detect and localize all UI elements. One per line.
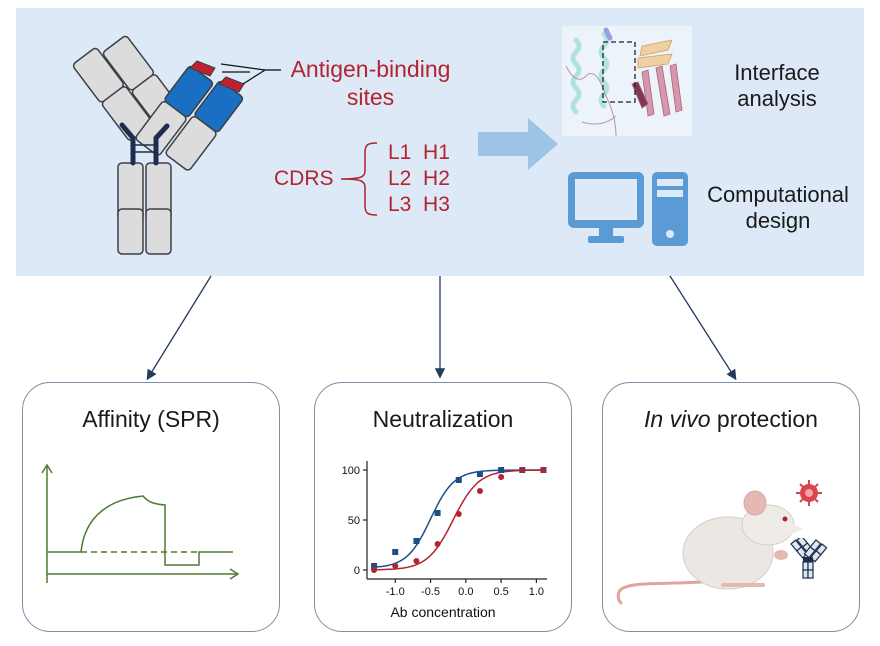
data-point-red xyxy=(498,474,505,480)
data-point-red xyxy=(540,467,547,473)
data-point-red xyxy=(476,488,483,494)
data-point-red xyxy=(392,563,399,569)
cdrs-brace-icon xyxy=(340,142,378,216)
chart-y-tick-label: 0 xyxy=(354,565,360,577)
chart-x-tick-label: 1.0 xyxy=(529,586,544,598)
mouse-snout xyxy=(789,521,803,535)
in-vivo-title: In vivo protection xyxy=(603,405,859,433)
in-vivo-title-rest: protection xyxy=(710,406,818,432)
antibody-icon xyxy=(72,35,250,255)
data-point-red xyxy=(371,567,378,573)
data-point-blue xyxy=(434,510,441,516)
chart-x-tick-label: 0.0 xyxy=(458,586,473,598)
mouse-illustration xyxy=(616,490,803,605)
chart-x-tick-label: -1.0 xyxy=(386,586,405,598)
computational-design-label: Computational design xyxy=(693,182,863,234)
spr-x-arrowhead xyxy=(229,568,240,580)
cdr-row-3: L3 H3 xyxy=(388,193,450,216)
cdr-row-1: L1 H1 xyxy=(388,141,450,164)
chart-x-label: Ab concentration xyxy=(390,604,495,620)
neutralization-card: Neutralization 0 50 100 -1.0 -0.5 0.0 0.5 1.0 A… xyxy=(314,382,572,632)
interface-line1: Interface xyxy=(734,60,820,85)
fit-curve-blue xyxy=(374,469,544,568)
cdrs-label: CDRS xyxy=(274,167,334,190)
antigen-label-line2: sites xyxy=(346,84,395,110)
antigen-binding-label: Antigen-binding sites xyxy=(283,55,458,111)
data-point-blue xyxy=(413,538,420,544)
mouse-tail xyxy=(616,579,715,605)
data-point-red xyxy=(519,467,526,473)
chart-y-tick-label: 50 xyxy=(348,515,360,527)
connector-arrows xyxy=(146,275,737,381)
data-point-blue xyxy=(455,477,462,483)
spr-sensorgram xyxy=(41,463,240,583)
chart-y-tick-label: 100 xyxy=(342,465,360,477)
antigen-label-line1: Antigen-binding xyxy=(290,56,451,82)
virus-icon xyxy=(796,480,822,506)
affinity-card: Affinity (SPR) xyxy=(22,382,280,632)
protein-structure-icon xyxy=(562,26,692,136)
chart-x-tick-label: -0.5 xyxy=(421,586,440,598)
data-point-red xyxy=(455,511,462,517)
computer-icon xyxy=(568,172,688,246)
mouse-ear xyxy=(743,490,767,516)
mouse-eye xyxy=(782,516,788,522)
interface-line2: analysis xyxy=(737,86,817,111)
mouse-paw xyxy=(774,550,788,560)
small-antibody-icon xyxy=(790,538,828,579)
data-point-red xyxy=(413,558,420,564)
fit-curve-red xyxy=(374,469,544,571)
data-point-blue xyxy=(498,467,505,473)
in-vivo-card: In vivo protection xyxy=(602,382,860,632)
computational-line1: Computational xyxy=(707,182,849,207)
data-point-red xyxy=(434,541,441,547)
chart-x-tick-label: 0.5 xyxy=(493,586,508,598)
data-point-blue xyxy=(476,471,483,477)
computational-line2: design xyxy=(745,208,811,233)
neutralization-chart: 0 50 100 -1.0 -0.5 0.0 0.5 1.0 Ab concentration xyxy=(342,461,547,620)
interface-analysis-label: Interface analysis xyxy=(712,60,842,112)
affinity-title: Affinity (SPR) xyxy=(82,406,220,432)
neutralization-title: Neutralization xyxy=(372,406,514,432)
data-point-blue xyxy=(392,549,399,555)
spr-y-arrowhead xyxy=(41,463,53,474)
pointer-lines xyxy=(220,63,281,85)
spr-curve xyxy=(47,495,233,566)
data-point-blue xyxy=(371,563,378,569)
arrow-to-in-vivo xyxy=(669,275,737,381)
arrow-right-icon xyxy=(478,118,558,170)
arrow-to-affinity xyxy=(146,275,212,381)
in-vivo-title-italic: In vivo xyxy=(644,406,711,432)
cdr-row-2: L2 H2 xyxy=(388,167,450,190)
